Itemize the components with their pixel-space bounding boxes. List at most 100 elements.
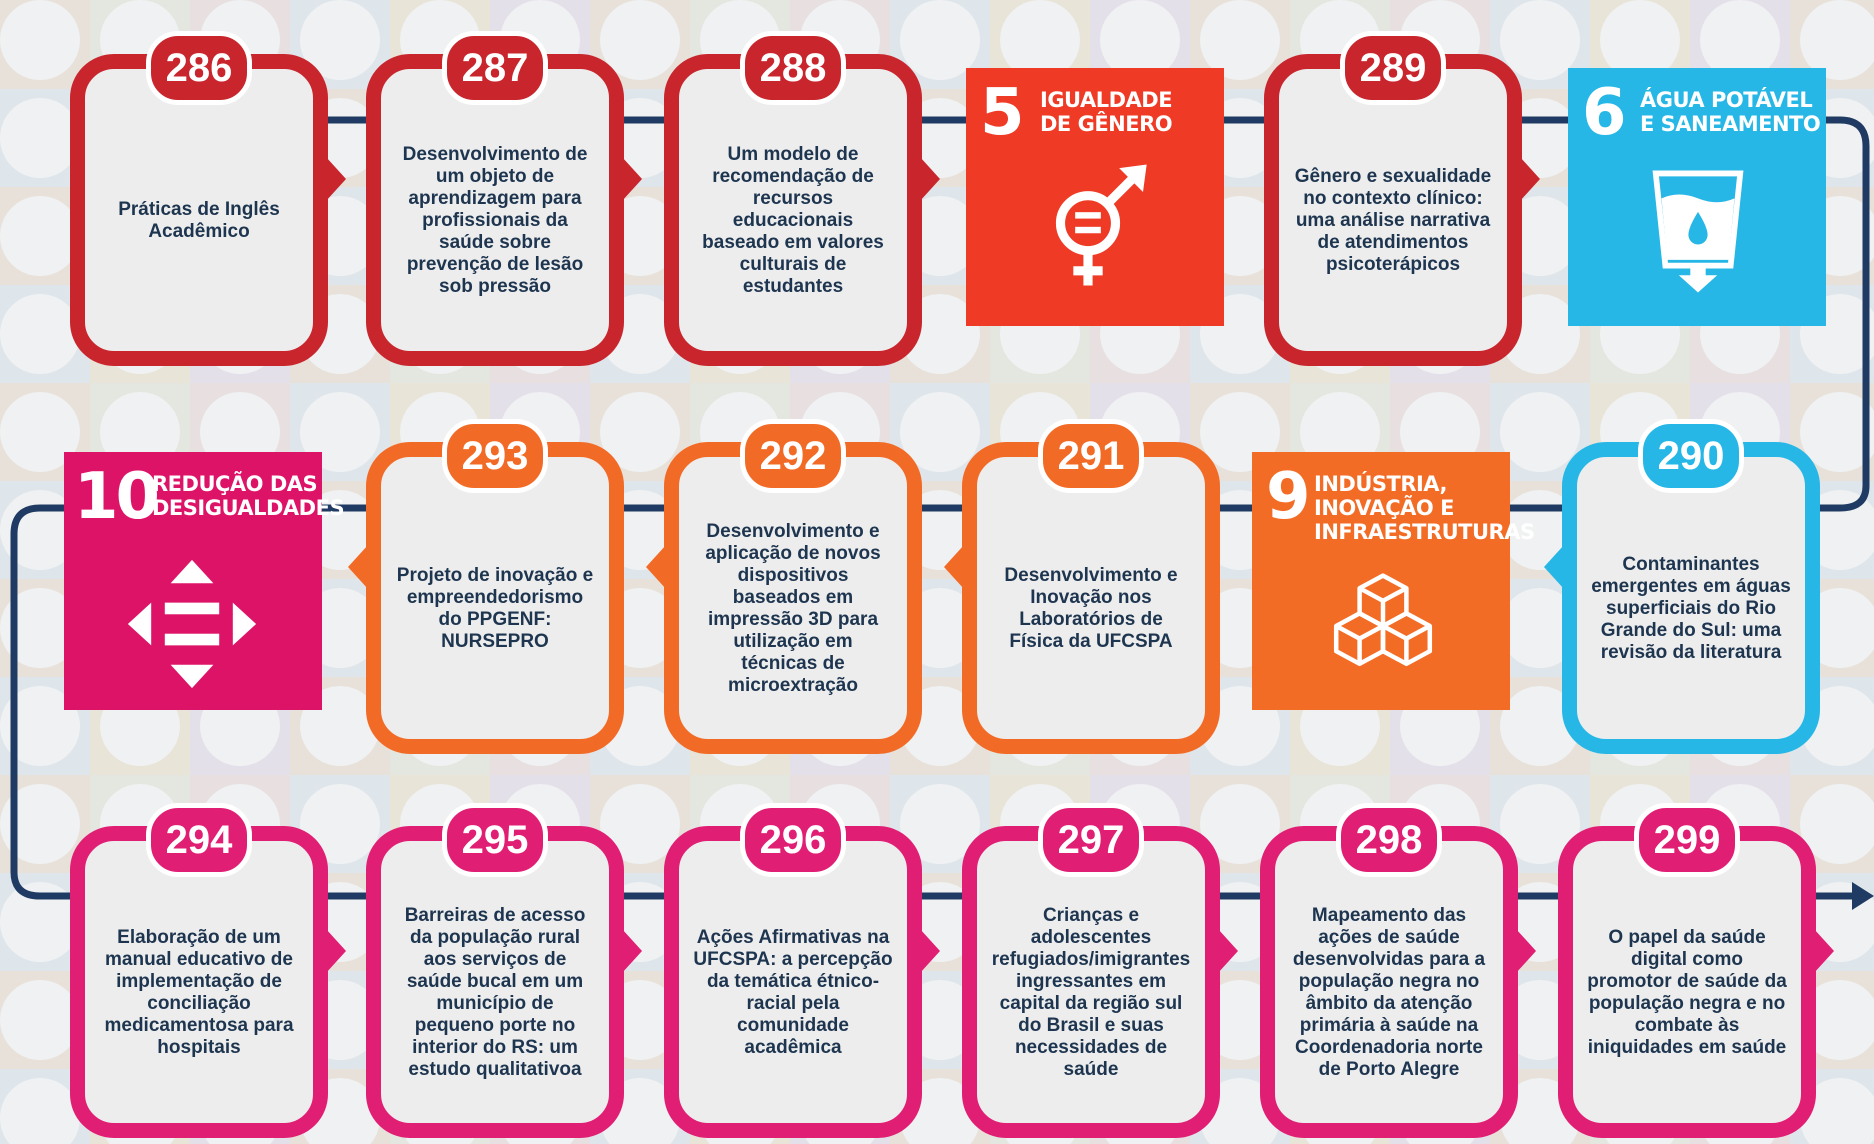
- project-card-298: 298 Mapeamento das ações de saúde desenv…: [1260, 803, 1536, 1138]
- project-card-286: 286 Práticas de Inglês Acadêmico: [70, 31, 346, 366]
- card-pointer-icon: [1218, 929, 1238, 973]
- project-title: Práticas de Inglês Acadêmico: [118, 199, 280, 242]
- project-card-288: 288 Um modelo de recomendação de recurso…: [664, 31, 940, 366]
- background-circle: [0, 392, 80, 472]
- background-circle: [600, 784, 680, 864]
- background-circle: [1100, 0, 1180, 80]
- project-card-287: 287 Desenvolvimento de um objeto de apre…: [366, 31, 642, 366]
- background-circle: [900, 784, 980, 864]
- background-circle: [1200, 0, 1280, 80]
- project-number-badge: 293: [442, 419, 548, 493]
- card-pointer-icon: [920, 157, 940, 201]
- background-circle: [600, 392, 680, 472]
- sdg-number: 6: [1582, 76, 1626, 150]
- background-circle: [0, 686, 80, 766]
- project-number-badge: 297: [1038, 803, 1144, 877]
- project-title: Crianças e adolescentes refugiados/imigr…: [991, 905, 1191, 1080]
- project-card-299: 299 O papel da saúde digital como promot…: [1558, 803, 1834, 1138]
- project-card-295: 295 Barreiras de acesso da população rur…: [366, 803, 642, 1138]
- project-title: Mapeamento das ações de saúde desenvolvi…: [1292, 905, 1486, 1080]
- arrows-equal-icon: [127, 559, 257, 689]
- card-pointer-icon: [920, 929, 940, 973]
- project-number-badge: 299: [1634, 803, 1740, 877]
- card-pointer-icon: [1516, 929, 1536, 973]
- background-circle: [1500, 0, 1580, 80]
- project-title: Ações Afirmativas na UFCSPA: a percepção…: [693, 927, 893, 1058]
- background-circle: [1700, 0, 1780, 80]
- project-number-badge: 292: [740, 419, 846, 493]
- project-card-290: 290 Contaminantes emergentes em águas su…: [1544, 419, 1820, 754]
- card-pointer-icon: [326, 157, 346, 201]
- card-pointer-icon: [646, 545, 666, 589]
- project-title: Desenvolvimento e Inovação nos Laboratór…: [1004, 565, 1178, 652]
- sdg-tile-10: 10 REDUÇÃO DAS DESIGUALDADES: [64, 452, 345, 710]
- project-number-badge: 287: [442, 31, 548, 105]
- project-card-293: 293 Projeto de inovação e empreendedoris…: [348, 419, 624, 754]
- background-circle: [0, 98, 80, 178]
- project-title: Elaboração de um manual educativo de imp…: [104, 927, 294, 1058]
- project-title: Gênero e sexualidade no contexto clínico…: [1294, 166, 1492, 275]
- background-circle: [0, 294, 80, 374]
- background-circle: [1500, 392, 1580, 472]
- sdg-title: ÁGUA POTÁVEL E SANEAMENTO: [1640, 88, 1821, 136]
- project-title: Desenvolvimento de um objeto de aprendiz…: [402, 144, 588, 297]
- project-card-291: 291 Desenvolvimento e Inovação nos Labor…: [944, 419, 1220, 754]
- project-title: Barreiras de acesso da população rural a…: [404, 905, 586, 1080]
- background-circle: [0, 588, 80, 668]
- sdg-title: IGUALDADE DE GÊNERO: [1040, 88, 1173, 136]
- background-circle: [1500, 588, 1580, 668]
- project-card-294: 294 Elaboração de um manual educativo de…: [70, 803, 346, 1138]
- project-title: Projeto de inovação e empreendedorismo d…: [396, 565, 594, 652]
- background-circle: [600, 0, 680, 80]
- project-number-badge: 288: [740, 31, 846, 105]
- card-pointer-icon: [1814, 929, 1834, 973]
- sdg-number: 9: [1266, 460, 1310, 534]
- background-circle: [1200, 784, 1280, 864]
- card-pointer-icon: [1544, 545, 1564, 589]
- background-circle: [0, 1078, 80, 1144]
- background-circle: [0, 196, 80, 276]
- background-circle: [1800, 980, 1874, 1060]
- background-circle: [1800, 0, 1874, 80]
- project-number-badge: 290: [1638, 419, 1744, 493]
- card-pointer-icon: [622, 157, 642, 201]
- project-number-badge: 286: [146, 31, 252, 105]
- background-circle: [0, 784, 80, 864]
- background-circle: [0, 882, 80, 962]
- project-title: Contaminantes emergentes em águas superf…: [1591, 554, 1791, 663]
- project-card-289: 289 Gênero e sexualidade no contexto clí…: [1264, 31, 1540, 366]
- gender-equality-icon: [1055, 164, 1147, 286]
- project-card-296: 296 Ações Afirmativas na UFCSPA: a perce…: [664, 803, 940, 1138]
- sdg-number: 10: [74, 460, 160, 534]
- background-circle: [300, 0, 380, 80]
- card-pointer-icon: [944, 545, 964, 589]
- card-pointer-icon: [1520, 157, 1540, 201]
- project-card-297: 297 Crianças e adolescentes refugiados/i…: [962, 803, 1238, 1138]
- background-circle: [900, 392, 980, 472]
- project-title: Um modelo de recomendação de recursos ed…: [702, 144, 884, 297]
- cubes-icon: [1333, 573, 1433, 667]
- background-circle: [1800, 784, 1874, 864]
- project-number-badge: 298: [1336, 803, 1442, 877]
- background-circle: [1000, 0, 1080, 80]
- sdg-title: REDUÇÃO DAS DESIGUALDADES: [152, 472, 345, 520]
- project-title: Desenvolvimento e aplicação de novos dis…: [705, 521, 881, 696]
- timeline-end-arrow-icon: [1852, 882, 1874, 910]
- project-title: O papel da saúde digital como promotor d…: [1587, 927, 1787, 1058]
- background-circle: [0, 0, 80, 80]
- background-circle: [1500, 784, 1580, 864]
- card-pointer-icon: [622, 929, 642, 973]
- card-pointer-icon: [326, 929, 346, 973]
- sdg-title: INDÚSTRIA, INOVAÇÃO E INFRAESTRUTURAS: [1314, 472, 1535, 544]
- water-glass-icon: [1652, 170, 1744, 293]
- sdg-tile-5: 5 IGUALDADE DE GÊNERO: [966, 68, 1224, 326]
- background-circle: [900, 0, 980, 80]
- card-pointer-icon: [348, 545, 368, 589]
- background-circle: [1600, 0, 1680, 80]
- background-circle: [1500, 686, 1580, 766]
- project-number-badge: 289: [1340, 31, 1446, 105]
- sdg-tile-6: 6 ÁGUA POTÁVEL E SANEAMENTO: [1568, 68, 1826, 326]
- background-circle: [1800, 392, 1874, 472]
- sdg-tile-9: 9 INDÚSTRIA, INOVAÇÃO E INFRAESTRUTURAS: [1252, 452, 1535, 710]
